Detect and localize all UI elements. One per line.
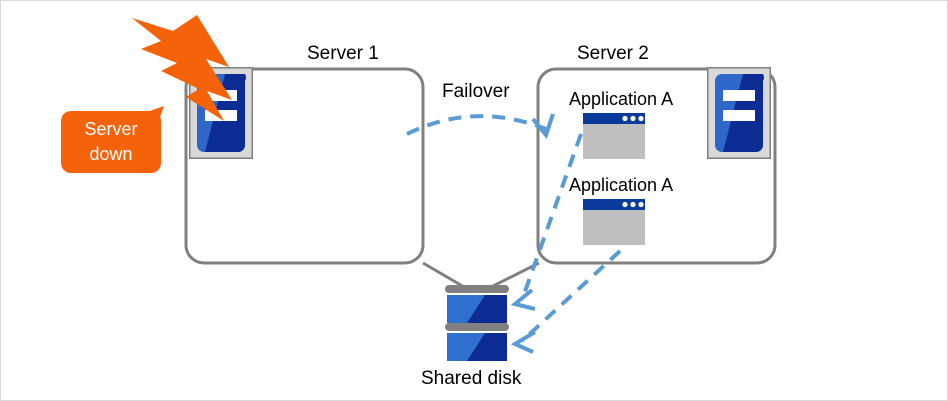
failover-label: Failover (442, 81, 510, 102)
failover-arrow (406, 113, 555, 140)
server1-title: Server 1 (307, 43, 379, 64)
failure-burst-icon (132, 15, 232, 121)
shared-disk-icon (445, 285, 509, 361)
application-window-icon-2 (583, 199, 645, 245)
server2-machine-icon (707, 67, 771, 159)
application-label-2: Application A (569, 175, 674, 195)
server-down-badge (61, 106, 164, 173)
app2-to-disk-arrow (510, 249, 622, 354)
server2-title: Server 2 (577, 43, 649, 64)
application-window-icon-1 (583, 113, 645, 159)
app1-to-disk-arrow (510, 133, 583, 311)
application-label-1: Application A (569, 89, 674, 109)
shared-disk-label: Shared disk (421, 368, 522, 389)
